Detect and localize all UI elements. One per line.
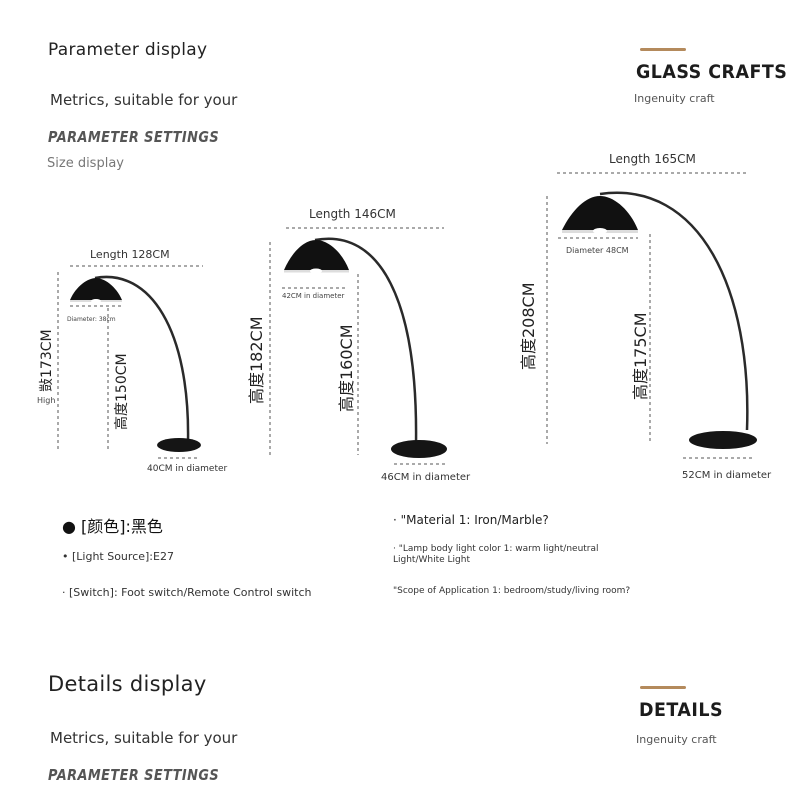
lamp3-total-height-label: 高度208CM	[519, 282, 538, 370]
param-settings-label: PARAMETER SETTINGS	[48, 128, 220, 146]
lamp3-arm-height-label: 高度175CM	[631, 312, 650, 400]
spec-switch: · [Switch]: Foot switch/Remote Control s…	[62, 586, 312, 599]
lamp1-total-height-label: 敱173CM	[39, 329, 55, 392]
section-subtitle: Metrics, suitable for your	[50, 91, 238, 109]
spec-material: · "Material 1: Iron/Marble?	[393, 513, 549, 527]
lamp2-shade-diameter-label: 42CM in diameter	[282, 292, 345, 300]
spec-light-color: · "Lamp body light color 1: warm light/n…	[393, 544, 599, 565]
size-display-label: Size display	[47, 156, 124, 171]
lamp3-base-diameter-label: 52CM in diameter	[682, 470, 772, 481]
lamp1-base-diameter-label: 40CM in diameter	[147, 464, 228, 474]
lamp2-arm-height-label: 高度160CM	[337, 324, 356, 412]
lamp2-length-label: Length 146CM	[309, 207, 396, 221]
lamp1-length-label: Length 128CM	[90, 248, 170, 261]
section-title: Parameter display	[48, 40, 208, 60]
details-brand-subtitle: Ingenuity craft	[636, 733, 717, 746]
spec-light-source: • [Light Source]:E27	[62, 550, 174, 563]
spec-color: ● [颜色]:黑色	[62, 517, 163, 536]
lamp2-base-diameter-label: 46CM in diameter	[381, 472, 471, 483]
lamp3	[562, 191, 757, 449]
lamp1-arm-height-label: 高度150CM	[114, 353, 130, 430]
lamp1-shade-diameter-label: Diameter: 38cm	[67, 316, 116, 323]
brand-accent-bar	[642, 48, 686, 51]
lamp1-high-label: High	[37, 396, 56, 405]
brand-subtitle: Ingenuity craft	[634, 92, 715, 105]
lamp3-length-label: Length 165CM	[609, 152, 696, 166]
lamp2	[284, 237, 447, 458]
details-subtitle: Metrics, suitable for your	[50, 729, 238, 747]
details-accent-bar	[642, 686, 686, 689]
details-brand-name: DETAILS	[639, 699, 724, 721]
lamp1	[70, 275, 201, 452]
lamp2-total-height-label: 高度182CM	[247, 316, 266, 404]
brand-name: GLASS CRAFTS	[636, 61, 788, 83]
details-param-settings-label: PARAMETER SETTINGS	[48, 766, 220, 784]
details-title: Details display	[48, 672, 207, 696]
spec-scope: "Scope of Application 1: bedroom/study/l…	[393, 586, 631, 596]
lamp3-shade-diameter-label: Diameter 48CM	[566, 246, 629, 255]
